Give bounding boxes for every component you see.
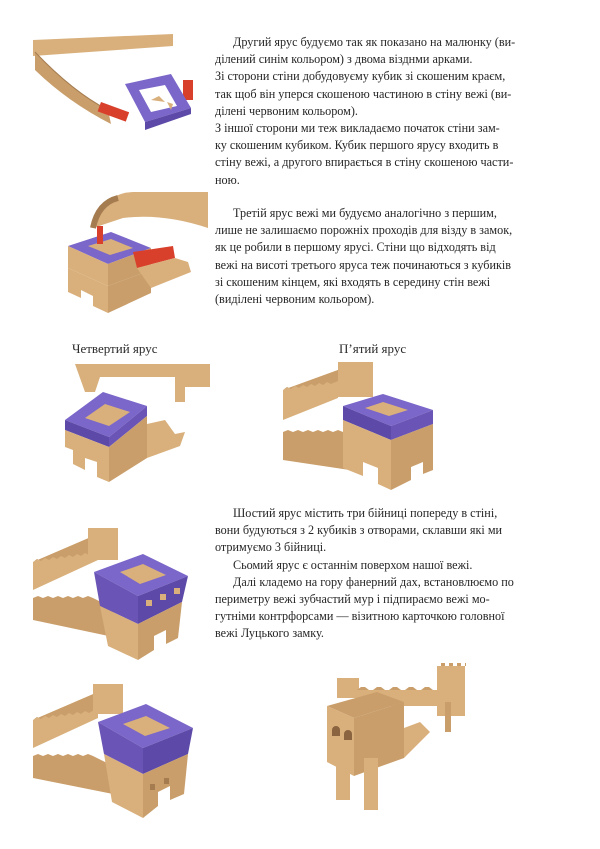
caption-tier-4: Четвертий ярус: [72, 341, 158, 356]
figure-final-tower: [292, 658, 487, 823]
paragraph-tier-3: Третій ярус вежі ми будуємо аналогічно з…: [215, 205, 585, 308]
figure-tier-4: [35, 362, 215, 497]
text-line: вони будуються з 2 кубиків з отворами, с…: [215, 523, 503, 538]
text-line: зі скошеним кінцем, які входять в середи…: [215, 274, 491, 289]
figure-tier-2: [33, 32, 208, 177]
tower-illustration: [33, 528, 188, 660]
text-line: периметру вежі зубчастий мур і підпираєм…: [215, 592, 490, 607]
text-line: вежі Луцького замку.: [215, 626, 324, 641]
text-line: гутніми контрфорсами — візитною карточко…: [215, 609, 505, 624]
text-line: Далі кладемо на гору фанерний дах, встан…: [233, 574, 514, 589]
tower-illustration: [283, 362, 433, 490]
tower-illustration: [65, 364, 210, 482]
text-line: отримуємо 3 бійниці.: [215, 540, 327, 555]
text-line: як це робили в першому ярусі. Стіни що в…: [215, 240, 496, 255]
text-line: Зі сторони стіни добудовуєму кубик зі ск…: [215, 69, 506, 84]
text-line: Другий ярус будуємо так як показано на м…: [233, 35, 516, 49]
text-line: ною.: [215, 172, 240, 187]
text-line: вежі на висоті третього яруса теж почина…: [215, 257, 512, 272]
paragraph-tier-2: Другий ярус будуємо так як показано на м…: [215, 34, 585, 189]
tower-illustration: [33, 34, 193, 130]
paragraph-tiers-6-7: Шостий ярус містить три бійниці попереду…: [215, 505, 585, 643]
text-line: ку скошеним кубиком. Кубик першого ярусу…: [215, 138, 499, 153]
text-line: З іншої сторони ми теж викладаємо почато…: [215, 121, 500, 136]
tower-illustration: [33, 684, 193, 818]
figure-tier-7: [28, 678, 208, 823]
text-line: ділений синім кольором) з двома візднми …: [215, 52, 473, 67]
tower-illustration: [68, 192, 208, 313]
text-line: лише не залишаємо порожніх проходів для …: [215, 223, 513, 238]
text-line: Сьомий ярус є останнім поверхом нашої ве…: [233, 557, 473, 572]
figure-tier-3: [33, 188, 208, 328]
text-line: Третій ярус вежі ми будуємо аналогічно з…: [233, 206, 497, 220]
caption-tier-5: П’ятий ярус: [339, 341, 407, 356]
text-line: так щоб він уперся скошеною частиною в с…: [215, 86, 512, 101]
text-line: Шостий ярус містить три бійниці попереду…: [233, 506, 498, 520]
figure-tier-6: [28, 520, 208, 665]
text-line: стіну вежі, а другого впирається в стіну…: [215, 155, 514, 170]
figure-tier-5: [283, 362, 468, 497]
text-line: ділені червоним кольором).: [215, 103, 358, 118]
tower-illustration: [327, 663, 466, 810]
text-line: (виділені червоним кольором).: [215, 292, 375, 307]
